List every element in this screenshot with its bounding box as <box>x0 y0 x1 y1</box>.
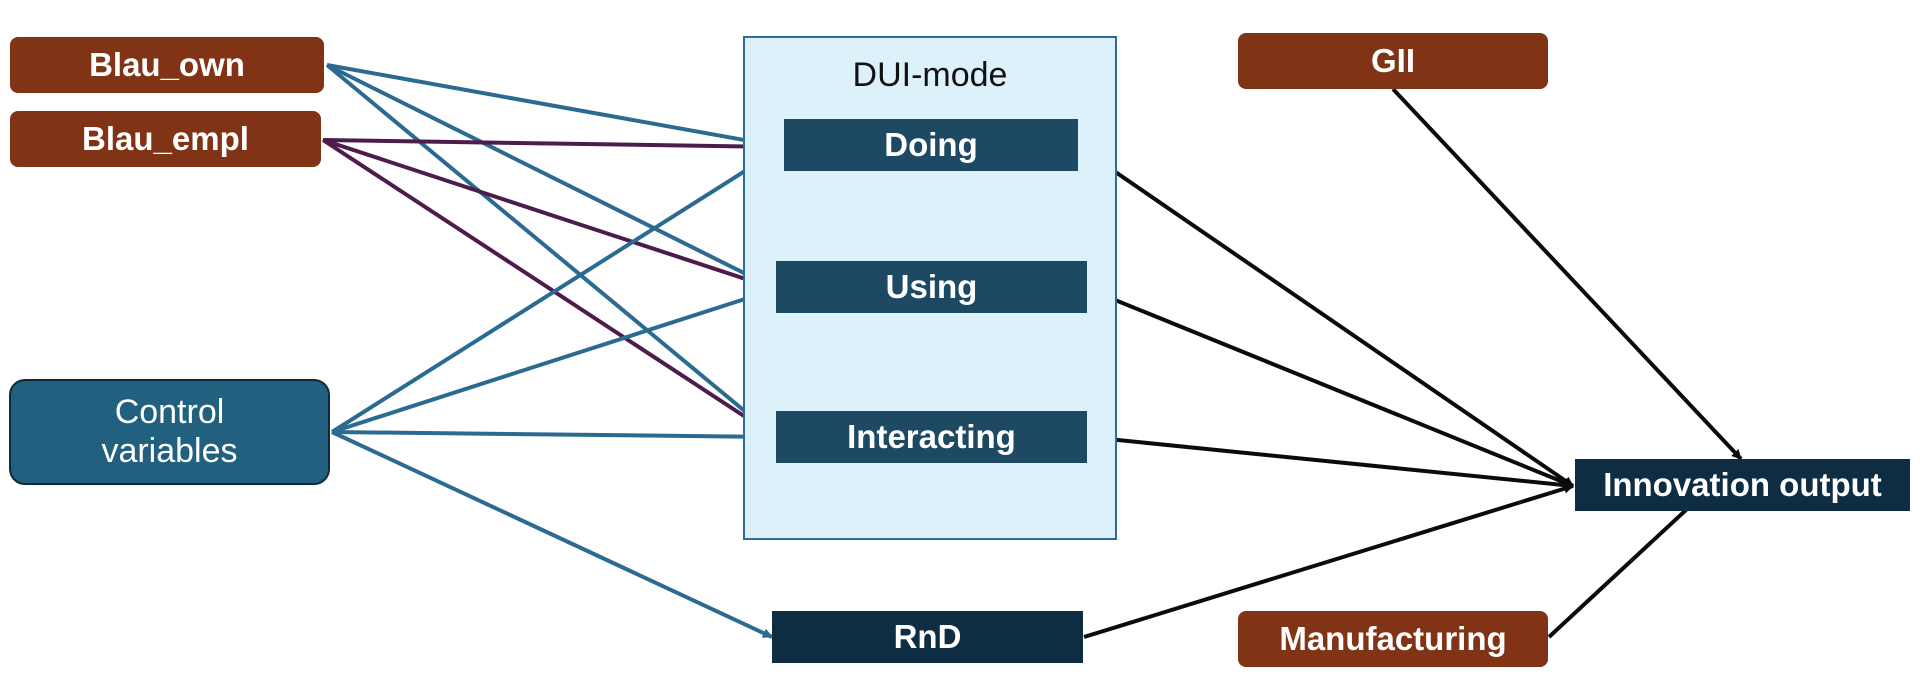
edge-control-to-rnd <box>331 430 773 639</box>
node-doing: Doing <box>784 119 1078 171</box>
edge-blau-empl-to-interacting <box>321 138 778 439</box>
edge-control-to-using <box>331 286 777 434</box>
node-control-variables: Control variables <box>9 379 330 485</box>
node-manufacturing: Manufacturing <box>1238 611 1548 667</box>
node-using: Using <box>776 261 1087 313</box>
edge-control-to-doing <box>330 145 785 434</box>
node-gii: GII <box>1238 33 1548 89</box>
edge-blau-empl-to-doing <box>322 138 784 152</box>
dui-mode-title: DUI-mode <box>852 56 1008 94</box>
edge-control-to-interacting <box>331 430 777 442</box>
edge-rnd-to-innovation <box>1083 483 1574 639</box>
edge-doing-to-innovation <box>1077 145 1575 488</box>
edge-gii-to-innovation <box>1391 87 1743 461</box>
node-rnd: RnD <box>772 611 1083 663</box>
node-interacting: Interacting <box>776 411 1087 463</box>
edge-blau-own-to-doing <box>326 63 784 151</box>
node-blau-own: Blau_own <box>10 37 324 93</box>
edge-blau-own-to-using <box>326 63 777 291</box>
edge-using-to-innovation <box>1087 287 1574 488</box>
edge-blau-own-to-interacting <box>325 63 778 439</box>
node-innovation-output: Innovation output <box>1575 459 1910 511</box>
node-blau-empl: Blau_empl <box>10 111 321 167</box>
edge-blau-empl-to-using <box>322 138 777 291</box>
edge-interacting-to-innovation <box>1087 435 1574 491</box>
